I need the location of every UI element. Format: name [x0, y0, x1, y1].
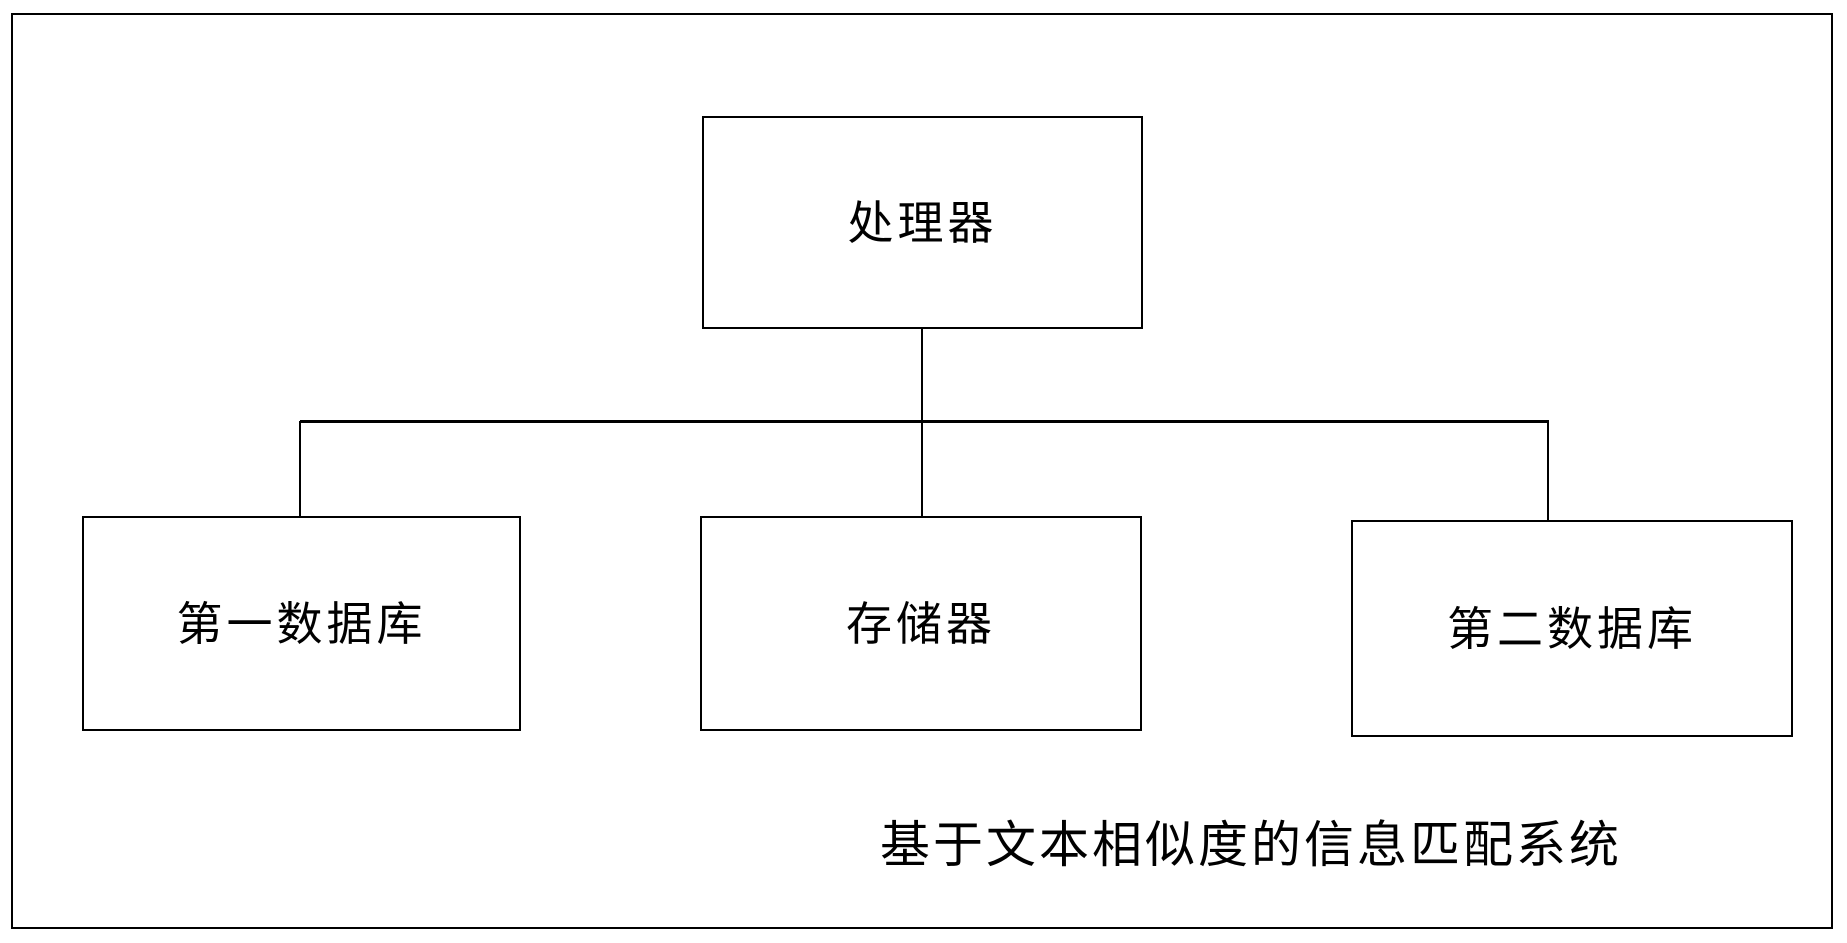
- connector-bus-to-second-database: [1547, 421, 1549, 521]
- figure-caption: 基于文本相似度的信息匹配系统: [880, 816, 1622, 874]
- connector-horizontal-bus: [300, 420, 1549, 423]
- memory-node-label: 存储器: [846, 596, 996, 651]
- first-database-node-label: 第一数据库: [176, 596, 427, 651]
- second-database-node-label: 第二数据库: [1447, 601, 1697, 656]
- memory-node: 存储器: [700, 516, 1142, 731]
- first-database-node: 第一数据库: [82, 516, 521, 731]
- second-database-node: 第二数据库: [1351, 520, 1793, 737]
- connector-processor-to-bus: [921, 329, 923, 422]
- processor-node-label: 处理器: [847, 195, 998, 250]
- connector-bus-to-memory: [921, 421, 923, 517]
- figure-outer-frame: [11, 13, 1833, 929]
- connector-bus-to-first-database: [299, 421, 301, 517]
- processor-node: 处理器: [702, 116, 1143, 329]
